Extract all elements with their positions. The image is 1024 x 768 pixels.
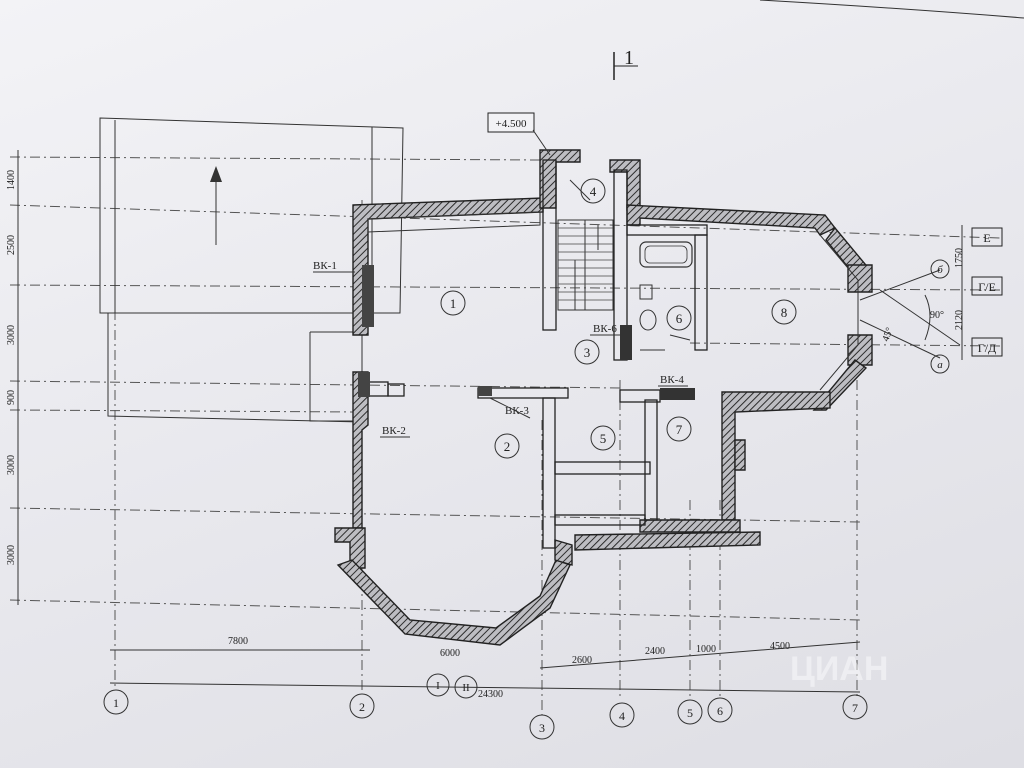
bathroom-fixtures <box>639 241 693 351</box>
axis-I: I <box>436 680 440 692</box>
room-8-label: 8 <box>781 305 788 320</box>
dim-2600: 2600 <box>572 655 592 666</box>
dim-4500: 4500 <box>770 641 790 652</box>
room-1-label: 1 <box>450 296 457 311</box>
room-6-label: 6 <box>676 311 683 326</box>
section-marker: 1 <box>613 47 638 80</box>
dim-2400: 2400 <box>645 646 665 657</box>
dim-left-2500: 2500 <box>6 235 17 255</box>
dim-left-900: 900 <box>6 390 17 405</box>
axis-1: 1 <box>113 696 119 710</box>
axis-2: 2 <box>359 700 365 714</box>
sheet-edge-line <box>759 0 1024 19</box>
interior-walls <box>358 159 708 549</box>
room-labels: 1 2 3 4 5 6 7 8 <box>440 178 797 459</box>
watermark-text: ЦИАН <box>790 650 888 688</box>
axis-a: а <box>937 359 943 371</box>
vent-labels: ВК-1 ВК-2 ВК-3 ВК-4 ВК-6 <box>313 260 688 438</box>
vent-vk1-label: ВК-1 <box>313 260 337 272</box>
room-2-label: 2 <box>504 439 511 454</box>
axis-4: 4 <box>619 709 625 723</box>
elevation-value: +4.500 <box>496 118 527 130</box>
axis-5: 5 <box>687 706 693 720</box>
vent-vk4-label: ВК-4 <box>660 374 684 386</box>
axis-E: Е <box>983 231 990 245</box>
dim-7800: 7800 <box>228 636 248 647</box>
vent-vk2-label: ВК-2 <box>382 425 406 437</box>
room-7-label: 7 <box>676 422 683 437</box>
left-dimensions: 1400 2500 3000 900 3000 3000 <box>6 150 19 605</box>
exterior-walls <box>334 149 873 646</box>
bay-window <box>819 234 961 391</box>
staircase <box>557 179 614 311</box>
dim-right-1750: 1750 <box>954 248 965 268</box>
dim-left-3000b: 3000 <box>6 455 17 475</box>
axis-3: 3 <box>539 721 545 735</box>
bottom-axis-markers: 1 2 3 4 5 6 7 I II <box>103 673 868 740</box>
room-4-label: 4 <box>590 184 597 199</box>
dim-6000: 6000 <box>440 648 460 659</box>
dim-right-2120: 2120 <box>954 310 965 330</box>
room-5-label: 5 <box>600 431 607 446</box>
elevation-marker: +4.500 <box>487 112 551 156</box>
right-axis-labels: Е Г/Е Г/Д б а 90° 45° 1750 2120 <box>880 225 1003 374</box>
angle-45: 45° <box>880 326 895 343</box>
axis-GE: Г/Е <box>978 280 996 294</box>
dim-1000: 1000 <box>696 644 716 655</box>
axis-b: б <box>937 264 943 276</box>
dim-total-24300: 24300 <box>478 689 503 700</box>
room-3-label: 3 <box>584 345 591 360</box>
axis-GD: Г/Д <box>978 341 996 355</box>
axis-II: II <box>462 682 470 694</box>
axis-6: 6 <box>717 704 723 718</box>
dim-left-1400: 1400 <box>6 170 17 190</box>
dim-left-3000a: 3000 <box>6 325 17 345</box>
angle-90: 90° <box>930 310 944 321</box>
section-number: 1 <box>624 47 634 69</box>
axis-7: 7 <box>852 701 858 715</box>
dim-left-3000c: 3000 <box>6 545 17 565</box>
vent-vk6-label: ВК-6 <box>593 323 617 335</box>
bottom-dimensions: 7800 6000 2600 2400 1000 4500 24300 <box>109 636 861 700</box>
